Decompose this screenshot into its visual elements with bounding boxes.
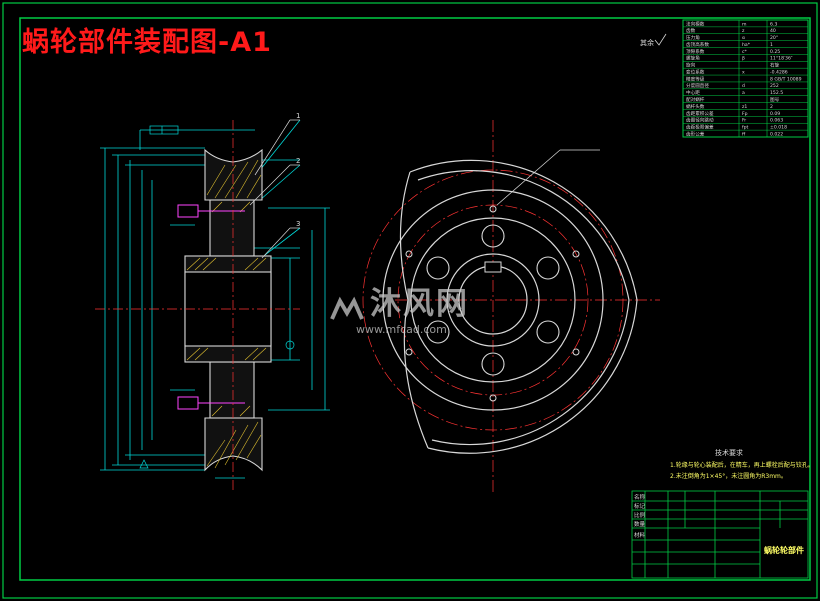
param-cell: 齿圈径向跳动 (686, 117, 714, 124)
param-cell: ff (742, 131, 746, 137)
watermark-name: 沐风网 (370, 286, 469, 322)
param-table: 法向模数 m 6.3 齿数 z 40 压力角 α 20° 齿顶高系数 ha* 1 顶隙系数 c* 0.25 螺… (682, 19, 809, 138)
param-cell: 6.3 (770, 21, 777, 27)
tech-requirement-1: 1.轮缘与轮心装配后，在精车，再上螺栓后配与铰孔。 (670, 461, 814, 469)
param-cell: 40 (770, 28, 776, 34)
param-cell: β (742, 56, 745, 62)
watermark-logo-icon (330, 296, 364, 320)
param-cell: a (742, 91, 745, 96)
param-cell: 0.09 (770, 111, 780, 117)
param-cell: 配对蜗杆 (686, 96, 705, 103)
param-cell: 齿形公差 (686, 130, 705, 137)
tb-row-1: 标记 (634, 502, 646, 510)
param-cell: 11°18′36″ (770, 56, 793, 62)
param-cell: Fp (742, 111, 748, 117)
param-cell: 顶隙系数 (686, 48, 705, 55)
watermark: 沐风网 www.mfcad.com (330, 278, 469, 336)
param-cell: -0.4286 (770, 69, 788, 75)
param-cell: m (742, 22, 747, 27)
param-cell: fpt (742, 125, 749, 131)
tb-row-4: 材料 (634, 531, 646, 539)
param-cell: α (742, 36, 745, 41)
front-view (362, 120, 660, 492)
param-cell: 变位系数 (686, 68, 705, 75)
param-cell: 旋向 (686, 62, 696, 69)
tb-row-2: 比例 (634, 511, 646, 519)
param-cell: 齿顶高系数 (686, 41, 709, 48)
param-cell: 齿数 (686, 27, 696, 34)
param-cell: 右旋 (770, 62, 780, 69)
param-cell: 2 (770, 104, 773, 110)
tech-requirements-title: 技术要求 (715, 448, 743, 457)
param-cell: 1 (770, 42, 773, 48)
param-cell: 0.022 (770, 131, 783, 137)
param-cell: 中心距 (686, 89, 700, 96)
part-label-2: 2 (296, 157, 300, 165)
watermark-site: www.mfcad.com (356, 322, 447, 336)
tb-row-3: 数量 (634, 520, 646, 528)
param-cell: 252 (770, 83, 779, 89)
param-cell: 0.25 (770, 49, 780, 55)
drawing-name: 蜗轮轮部件 (764, 545, 804, 555)
part-label-1: 1 (296, 112, 300, 120)
param-cell: 齿距极限偏差 (686, 124, 714, 131)
drawing-title: 蜗轮部件装配图-A1 (22, 27, 272, 58)
param-cell: Fr (742, 118, 746, 124)
param-cell: 螺旋角 (686, 55, 700, 62)
param-cell: 分度圆直径 (686, 82, 709, 89)
param-cell: 齿距累积公差 (686, 110, 714, 117)
title-block-labels: 名称 标记 比例 数量 材料 (634, 493, 646, 539)
param-cell: 8 GB/T 10089 (770, 76, 802, 82)
param-cell: 精度等级 (686, 75, 705, 82)
title-block (631, 490, 809, 579)
param-cell: 蜗杆头数 (686, 103, 705, 110)
param-cell: 0.063 (770, 118, 783, 124)
param-cell: 图号 (770, 97, 780, 103)
param-cell: 压力角 (686, 34, 700, 41)
param-cell: 20° (770, 35, 778, 41)
param-cell: ±0.018 (770, 125, 787, 131)
param-cell: x (742, 70, 745, 75)
param-cell: 法向模数 (686, 20, 705, 27)
param-cell: c* (742, 49, 748, 55)
other-roughness-note: 其余 (640, 38, 654, 47)
param-cell: z1 (742, 104, 747, 110)
part-label-3: 3 (296, 220, 300, 228)
section-view: 1 2 3 (95, 112, 330, 490)
param-cell: z (742, 29, 745, 34)
tb-row-0: 名称 (634, 493, 646, 501)
param-cell: 152.5 (770, 90, 783, 96)
param-cell: d (742, 83, 745, 89)
inner-frame (19, 17, 811, 581)
param-cell: ha* (742, 42, 751, 48)
tech-requirement-2: 2.未注倒角为1×45°，未注圆角为R3mm。 (670, 472, 787, 480)
